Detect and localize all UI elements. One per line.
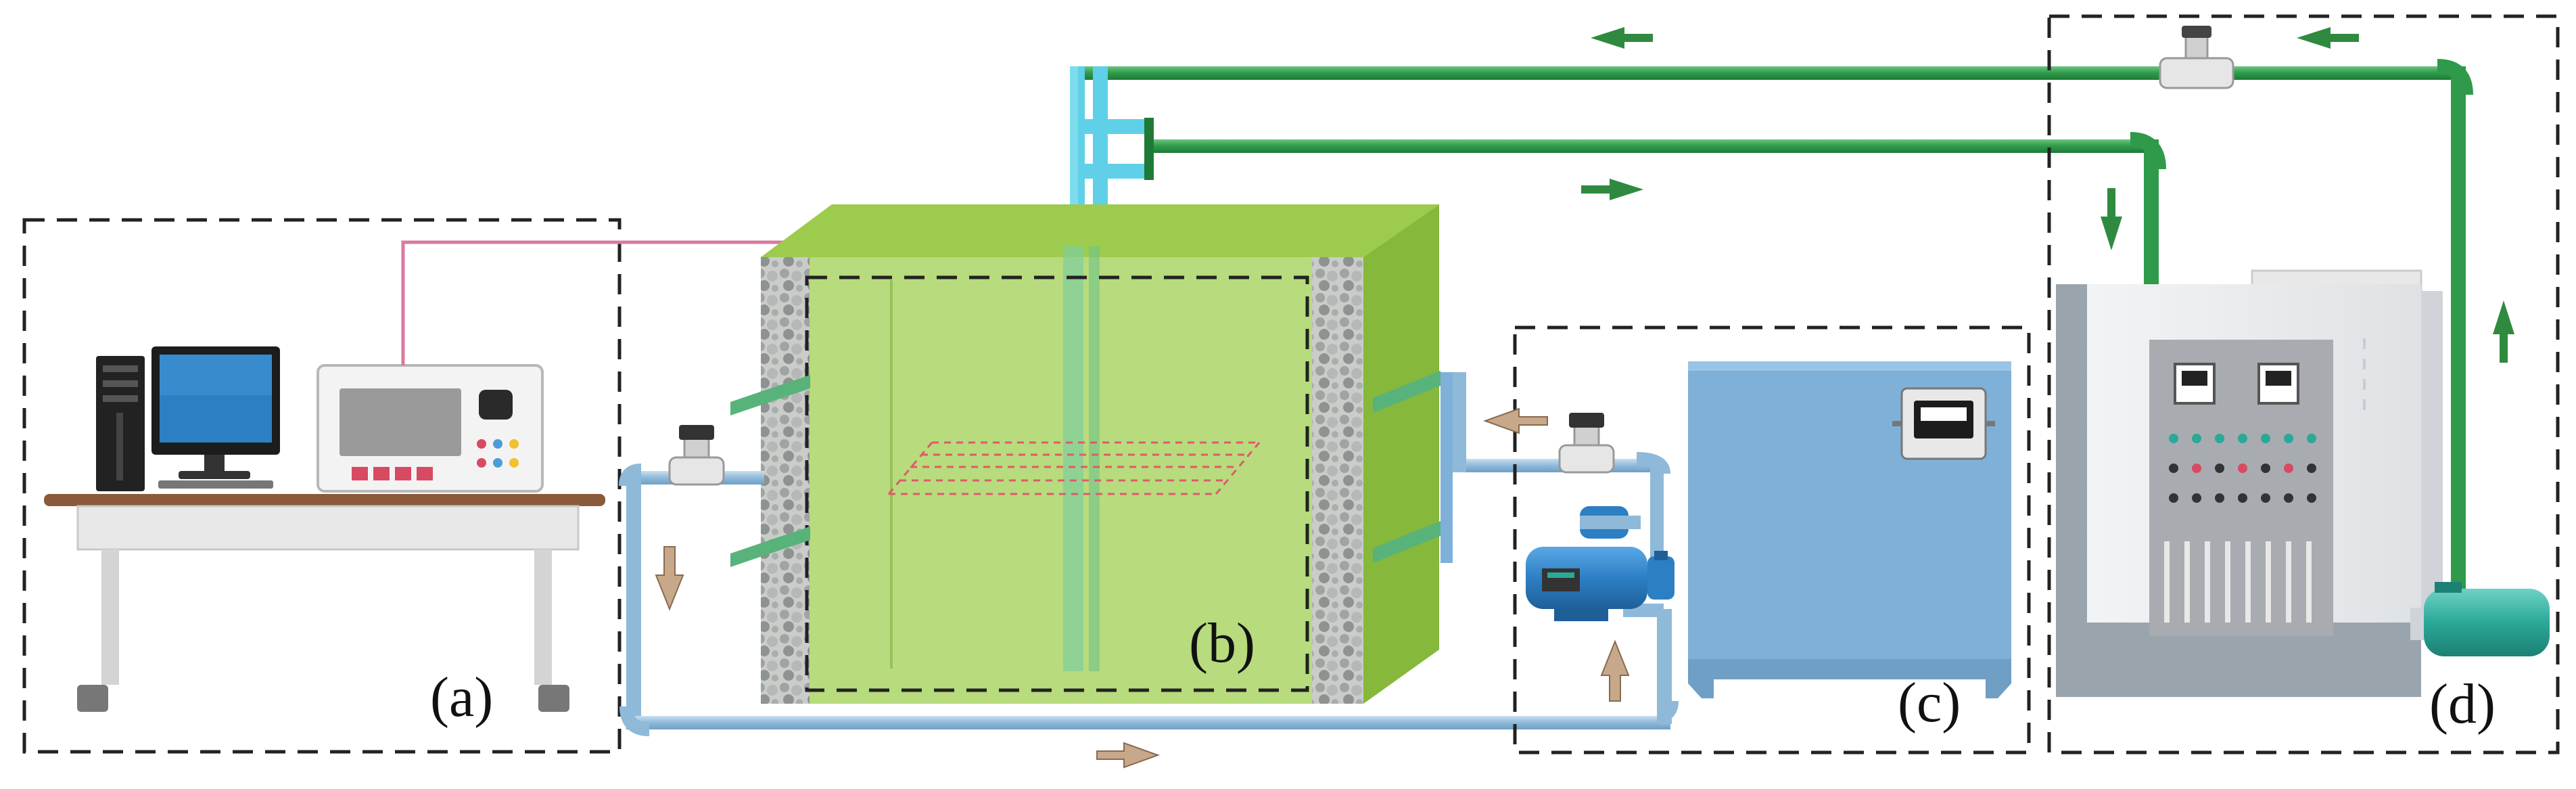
section-d-boundary	[2047, 14, 2560, 754]
green-piping	[1070, 59, 2473, 595]
flow-meter-right	[1558, 413, 1615, 474]
controller-display-icon	[1892, 387, 1995, 460]
section-c-boundary	[1513, 325, 2031, 754]
sensor-grid	[887, 441, 1261, 495]
label-b: (b)	[1189, 612, 1255, 675]
tank-left-fittings	[730, 375, 810, 567]
tank-right-fittings	[1373, 371, 1453, 563]
arrow-top-left	[1591, 27, 1653, 49]
flow-meter-left	[668, 425, 725, 486]
flow-meter-icon	[2159, 26, 2234, 89]
arrow-up-d	[2493, 300, 2514, 363]
flow-direction-arrow-icon	[655, 27, 2514, 769]
section-b-test-tank: (b)	[761, 204, 1439, 704]
circulation-pump-icon	[2410, 582, 2550, 656]
label-c: (c)	[1898, 671, 1961, 734]
arrow-up-c	[1600, 639, 1630, 702]
control-buttons	[2169, 434, 2316, 503]
computer-tower-icon	[96, 356, 145, 491]
label-d: (d)	[2429, 673, 2496, 736]
section-c-cooling-unit: (c)	[1513, 325, 2031, 754]
vent-slots	[2164, 541, 2312, 623]
gravel-layer-left	[761, 257, 810, 704]
inlet-pipes	[1070, 66, 1144, 246]
arrow-left-c	[1483, 407, 1548, 434]
arrow-down-d	[2101, 188, 2122, 250]
label-a: (a)	[430, 666, 493, 729]
desk	[44, 494, 605, 712]
section-d-heating-unit: (d)	[2047, 14, 2560, 754]
arrow-mid-right	[1581, 179, 1643, 200]
gravel-layer-right	[1312, 257, 1363, 704]
section-a-data-acquisition: (a)	[22, 218, 622, 754]
water-pump-icon	[1526, 506, 1675, 621]
arrow-bottom	[1096, 742, 1160, 769]
data-logger-icon	[317, 364, 544, 493]
arrow-down-left	[655, 546, 684, 611]
monitor-icon	[151, 346, 280, 489]
arrow-top-right	[2297, 27, 2359, 49]
